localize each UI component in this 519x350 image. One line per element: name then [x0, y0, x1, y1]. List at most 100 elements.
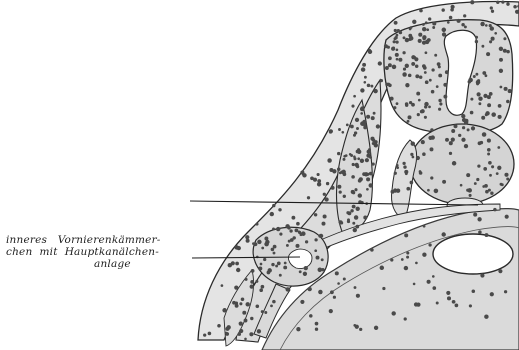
cell-nucleus [337, 168, 340, 171]
cell-nucleus [472, 289, 476, 293]
cell-nucleus [451, 138, 455, 142]
cell-nucleus [430, 147, 434, 151]
cell-nucleus [451, 5, 455, 9]
cell-nucleus [411, 62, 415, 66]
cell-nucleus [408, 74, 412, 78]
cell-nucleus [295, 229, 299, 233]
cell-nucleus [419, 170, 422, 173]
cell-nucleus [477, 164, 480, 167]
cell-nucleus [496, 172, 499, 175]
cell-nucleus [490, 292, 494, 296]
cell-nucleus [403, 36, 406, 39]
cell-nucleus [430, 135, 434, 139]
cell-nucleus [257, 329, 261, 333]
cell-nucleus [347, 220, 350, 223]
cell-nucleus [446, 291, 450, 295]
cell-nucleus [395, 53, 399, 57]
cell-nucleus [326, 182, 329, 185]
cell-nucleus [272, 204, 275, 207]
cell-nucleus [500, 183, 503, 186]
cell-nucleus [374, 326, 378, 330]
cell-nucleus [475, 36, 478, 39]
cell-nucleus [414, 302, 418, 306]
cell-nucleus [419, 9, 423, 13]
pronephric-lumen [289, 249, 312, 268]
cell-nucleus [490, 26, 494, 30]
cell-nucleus [387, 46, 390, 49]
label-line-2: chen mit Hauptkanälchen- [6, 246, 196, 258]
cell-nucleus [340, 221, 343, 224]
cell-nucleus [458, 134, 461, 137]
cell-nucleus [393, 106, 396, 109]
cell-nucleus [484, 184, 488, 188]
cell-nucleus [452, 300, 456, 304]
cell-nucleus [399, 31, 403, 35]
cell-nucleus [485, 233, 489, 237]
cell-nucleus [426, 28, 429, 31]
cell-nucleus [466, 173, 470, 177]
cell-nucleus [273, 252, 276, 255]
cell-nucleus [489, 40, 492, 43]
cell-nucleus [315, 328, 318, 331]
cell-nucleus [378, 61, 382, 65]
cell-nucleus [491, 112, 496, 117]
cell-nucleus [417, 113, 420, 116]
cell-nucleus [225, 332, 228, 335]
nephric-strand-upper [392, 140, 417, 220]
cell-nucleus [394, 172, 397, 175]
cell-nucleus [244, 319, 248, 323]
cell-nucleus [245, 235, 249, 239]
cell-nucleus [438, 99, 441, 102]
cell-nucleus [285, 287, 289, 291]
cell-nucleus [353, 134, 356, 137]
cell-nucleus [418, 33, 422, 37]
cell-nucleus [490, 6, 493, 9]
cell-nucleus [393, 40, 396, 43]
cell-nucleus [388, 83, 392, 87]
cell-nucleus [360, 159, 364, 163]
cell-nucleus [464, 25, 467, 28]
cell-nucleus [499, 47, 503, 51]
cell-nucleus [449, 141, 453, 145]
cell-nucleus [318, 290, 322, 294]
cell-nucleus [286, 244, 289, 247]
cell-nucleus [434, 54, 437, 57]
cell-nucleus [260, 263, 263, 266]
cell-nucleus [355, 163, 359, 167]
cell-nucleus [366, 188, 369, 191]
cell-nucleus [445, 138, 449, 142]
cell-nucleus [352, 222, 355, 225]
cell-nucleus [487, 139, 491, 143]
cell-nucleus [416, 156, 420, 160]
cell-nucleus [431, 68, 434, 71]
cell-nucleus [462, 126, 465, 129]
cell-nucleus [355, 225, 359, 229]
cell-nucleus [356, 127, 359, 130]
cell-nucleus [487, 153, 490, 156]
cell-nucleus [438, 108, 441, 111]
cell-nucleus [234, 285, 238, 289]
cell-nucleus [412, 156, 415, 159]
cell-nucleus [363, 123, 367, 127]
cell-nucleus [422, 23, 425, 26]
cell-nucleus [394, 29, 397, 32]
cell-nucleus [461, 114, 465, 118]
cell-nucleus [323, 193, 326, 196]
cell-nucleus [418, 39, 422, 43]
cell-nucleus [264, 311, 267, 314]
cell-nucleus [406, 251, 409, 254]
cell-nucleus [277, 262, 281, 266]
cell-nucleus [332, 169, 336, 173]
cell-nucleus [394, 21, 398, 25]
cell-nucleus [424, 105, 427, 108]
cell-nucleus [315, 322, 319, 326]
cell-nucleus [354, 188, 357, 191]
cell-nucleus [419, 75, 422, 78]
cell-nucleus [409, 28, 412, 31]
cell-nucleus [473, 75, 476, 78]
cell-nucleus [370, 85, 373, 88]
cell-nucleus [388, 63, 392, 67]
cell-nucleus [432, 21, 436, 25]
cell-nucleus [418, 99, 421, 102]
cell-nucleus [287, 226, 290, 229]
